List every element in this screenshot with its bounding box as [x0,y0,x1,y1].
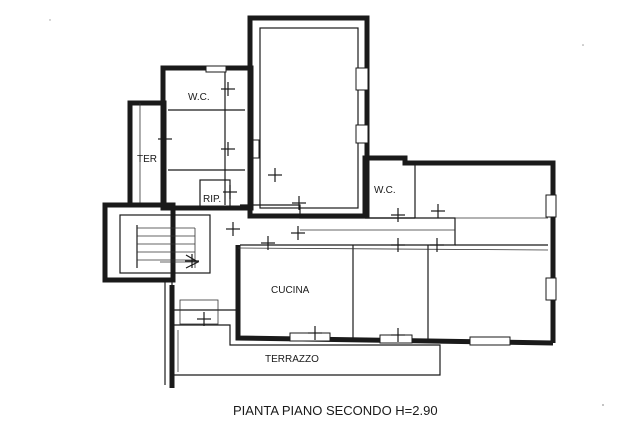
corridor [240,204,456,246]
label-rip: RIP. [203,194,221,205]
label-cucina: CUCINA [271,285,310,296]
plan-caption: PIANTA PIANO SECONDO H=2.90 [233,403,438,418]
room-wc-upper [160,65,254,211]
cross-marks [158,82,445,342]
right-wing [362,155,557,343]
room-top-tall [247,15,370,219]
label-terrazzo: TERRAZZO [265,354,319,365]
terrace [164,282,441,385]
label-wc-right: W.C. [374,185,396,196]
lower-rooms [235,245,554,346]
staircase [102,202,211,283]
label-ter: TER [137,154,157,165]
scan-specks [49,19,604,406]
label-wc-upper: W.C. [188,92,210,103]
landing [169,280,238,388]
